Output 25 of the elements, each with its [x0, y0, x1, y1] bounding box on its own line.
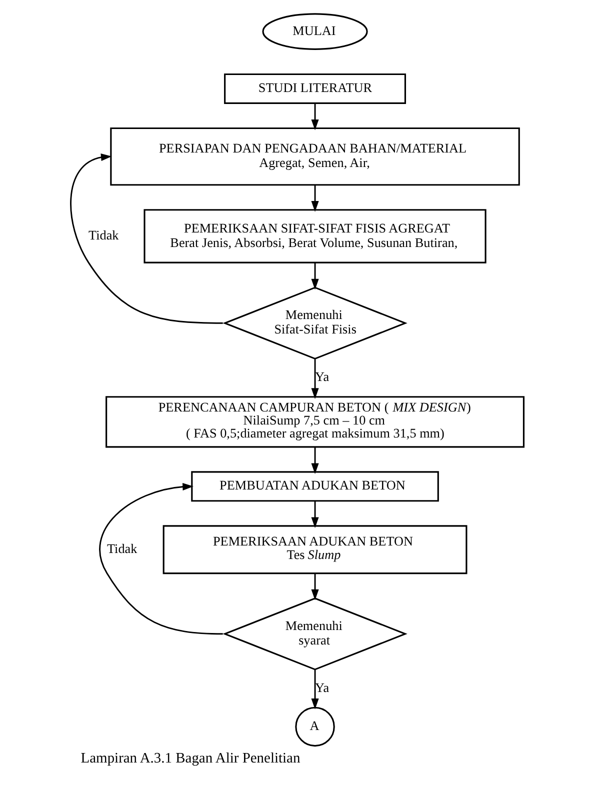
- edge-label: Tidak: [106, 540, 137, 556]
- arrow: [310, 359, 318, 399]
- edge-label: Ya: [314, 680, 329, 695]
- arrow: [310, 185, 318, 212]
- node-ellipse: MULAI: [262, 13, 368, 50]
- node-box: PEMERIKSAAN ADUKAN BETON Tes Slump: [162, 525, 467, 574]
- node-box: PEMBUATAN ADUKAN BETON: [190, 471, 438, 502]
- edge-label: Ya: [314, 369, 329, 384]
- node-circle: A: [294, 706, 334, 747]
- arrow: [310, 103, 318, 130]
- node-box: PERENCANAAN CAMPURAN BETON (MIX DESIGN) NilaiSump 7,5 cm – 10 cm ( FAS 0,5;diameter agregat maksimum 31,5 mm): [105, 396, 524, 448]
- arrow: [310, 262, 318, 290]
- node-box: STUDI LITERATUR: [224, 73, 406, 104]
- arrow: [310, 670, 318, 710]
- caption: Lampiran A.3.1 Bagan Alir Penelitian: [80, 750, 300, 767]
- node-diamond: Memenuhi Sifat-Sifat Fisis: [222, 286, 407, 360]
- arrow: [70, 154, 222, 324]
- arrow: [98, 482, 222, 635]
- arrow: [310, 574, 318, 600]
- node-box: PEMERIKSAAN SIFAT-SIFAT FISIS AGREGAT Berat Jenis, Absorbsi, Berat Volume, Susunan Butiran,: [143, 209, 486, 264]
- arrow: [310, 446, 318, 474]
- node-diamond: Memenuhi syarat: [222, 597, 407, 670]
- arrow: [310, 501, 318, 528]
- node-box: PERSIAPAN DAN PENGADAAN BAHAN/MATERIAL Agregat, Semen, Air,: [110, 127, 520, 186]
- edge-label: Tidak: [88, 228, 118, 243]
